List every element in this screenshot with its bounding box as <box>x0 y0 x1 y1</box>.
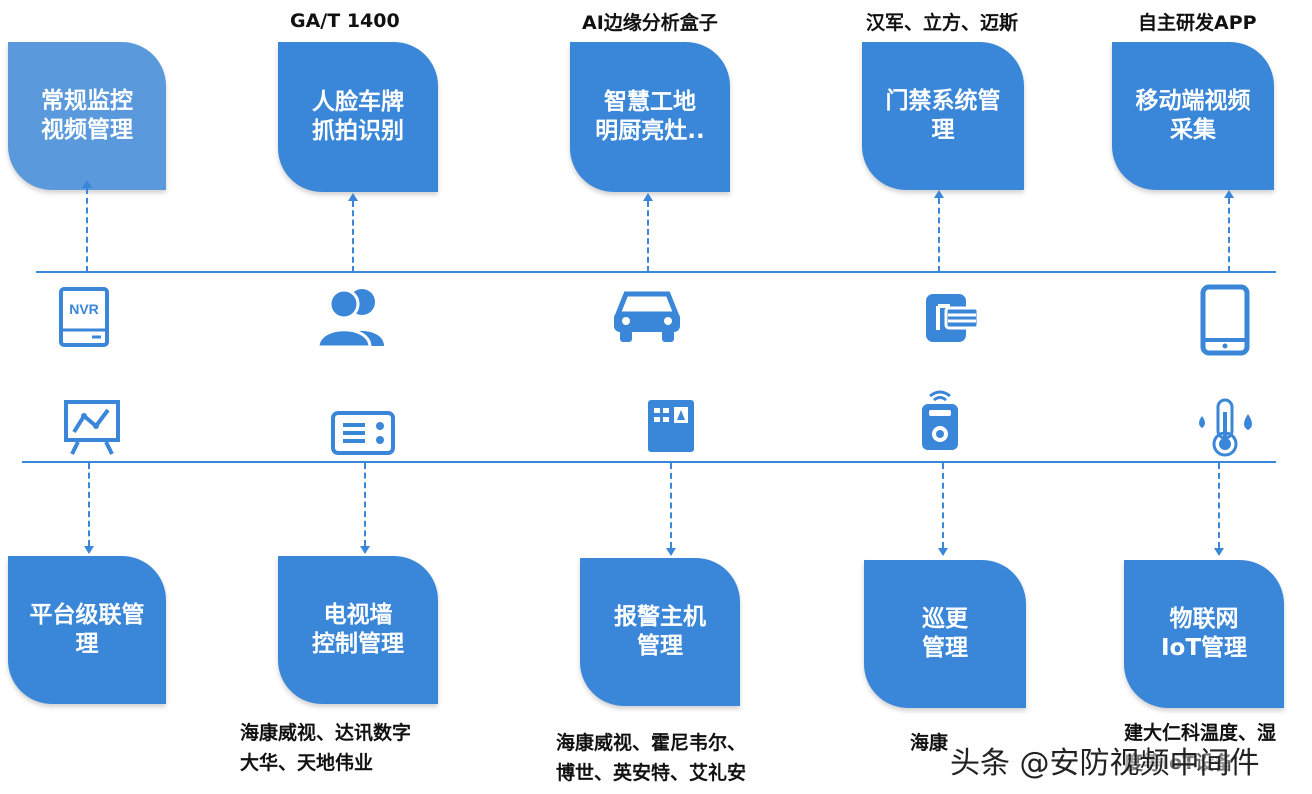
vendor-alarm-host: 海康威视、霍尼韦尔、博世、英安特、艾礼安 <box>556 732 747 784</box>
bottom-connector-4 <box>942 463 944 548</box>
top-connector-1 <box>86 188 88 272</box>
top-arrow-2 <box>348 193 358 201</box>
top-arrow-3 <box>643 193 653 201</box>
top-label-app: 自主研发APP <box>1138 12 1257 34</box>
top-box-face-plate: 人脸车牌抓拍识别 <box>278 42 438 192</box>
watermark: 头条 @安防视频中间件 <box>950 746 1260 781</box>
upper-axis-line <box>36 271 1276 273</box>
top-connector-5 <box>1228 198 1230 272</box>
access-card-icon <box>926 294 980 342</box>
bottom-connector-3 <box>670 463 672 548</box>
bottom-box-alarm-host: 报警主机管理 <box>580 558 740 706</box>
chart-board-icon <box>64 400 120 455</box>
users-icon <box>316 288 384 348</box>
mobile-phone-icon <box>1200 284 1250 356</box>
svg-text:NVR: NVR <box>69 301 99 317</box>
top-label-ai-box: AI边缘分析盒子 <box>582 12 718 34</box>
top-connector-4 <box>938 198 940 272</box>
bottom-arrow-1 <box>84 546 94 554</box>
bottom-connector-2 <box>364 463 366 546</box>
top-arrow-4 <box>934 190 944 198</box>
control-panel-icon <box>331 411 395 455</box>
lower-axis-line <box>22 461 1276 463</box>
bottom-arrow-2 <box>360 546 370 554</box>
top-box-smart-site: 智慧工地明厨亮灶.. <box>570 42 730 192</box>
top-label-gat1400: GA/T 1400 <box>290 10 400 32</box>
vendor-patrol: 海康 <box>910 732 949 754</box>
bottom-box-tv-wall: 电视墙控制管理 <box>278 556 438 704</box>
alarm-host-icon <box>648 400 694 452</box>
top-arrow-5 <box>1224 190 1234 198</box>
bottom-arrow-4 <box>938 548 948 556</box>
top-connector-3 <box>647 201 649 272</box>
thermometer-humidity-icon <box>1199 398 1252 457</box>
bottom-box-platform-cascade: 平台级联管理 <box>8 556 166 704</box>
top-label-access-vendors: 汉军、立方、迈斯 <box>866 12 1019 34</box>
top-box-mobile-video: 移动端视频采集 <box>1112 42 1274 190</box>
car-icon <box>614 291 680 342</box>
bottom-arrow-3 <box>666 548 676 556</box>
bottom-arrow-5 <box>1214 548 1224 556</box>
vendor-iot: 建大仁科温度、湿度等IoT设备 <box>1124 722 1277 774</box>
bottom-connector-5 <box>1218 463 1220 548</box>
top-box-access-control: 门禁系统管理 <box>862 42 1024 190</box>
bottom-box-patrol: 巡更管理 <box>864 560 1026 708</box>
bottom-connector-1 <box>88 463 90 546</box>
top-arrow-1 <box>82 180 92 188</box>
nvr-icon: NVR <box>59 287 109 347</box>
vendor-tv-wall: 海康威视、达讯数字大华、天地伟业 <box>240 722 412 774</box>
patrol-device-icon <box>922 390 958 450</box>
top-box-video-management: 常规监控视频管理 <box>8 42 166 190</box>
top-connector-2 <box>352 201 354 272</box>
